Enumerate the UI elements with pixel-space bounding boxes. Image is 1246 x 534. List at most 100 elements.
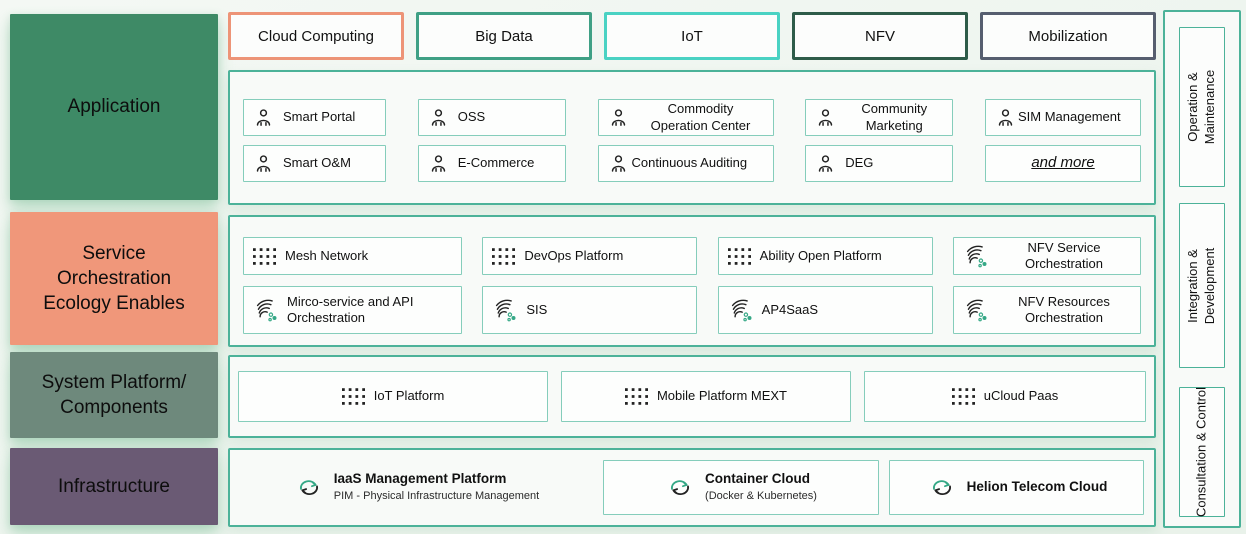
svc-item-ap4saas: AP4SaaS	[717, 286, 933, 334]
infra-item-helion-telecom-cloud: Helion Telecom Cloud	[889, 460, 1144, 515]
tab-label: IoT	[681, 27, 703, 45]
person-icon	[815, 107, 836, 128]
app-item-community-marketing: Community Marketing	[805, 99, 954, 136]
cloud-sync-icon	[664, 475, 696, 500]
tab-iot[interactable]: IoT	[604, 12, 780, 60]
cloud-sync-icon	[926, 475, 958, 500]
service-orchestration-container: Mesh Network DevOps Platform Ability Ope…	[228, 215, 1156, 347]
person-icon	[428, 153, 449, 174]
item-label: Community Marketing	[861, 101, 928, 133]
sys-item-iot-platform: IoT Platform	[238, 371, 548, 422]
orchestration-swirl-icon	[492, 298, 517, 323]
rail-label-line: Operation &	[1185, 72, 1201, 142]
item-label: DevOps Platform	[524, 247, 624, 263]
app-item-sim-management: SIM Management	[985, 99, 1141, 136]
layer-label-line: System Platform/	[41, 371, 187, 393]
layer-system-platform: System Platform/ Components	[10, 352, 218, 438]
person-icon	[815, 153, 836, 174]
item-subtitle: (Docker & Kubernetes)	[705, 490, 817, 503]
person-icon	[608, 107, 629, 128]
sys-item-ucloud-paas: uCloud Paas	[864, 371, 1146, 422]
technology-tabs: Cloud Computing Big Data IoT NFV Mobiliz…	[228, 12, 1156, 60]
svc-item-nfv-service-orchestration: NFV Service Orchestration	[952, 237, 1141, 275]
item-label: NFV Service Orchestration	[1024, 239, 1103, 271]
svc-item-devops-platform: DevOps Platform	[482, 237, 698, 275]
item-label: IoT Platform	[373, 388, 445, 404]
layer-service-orchestration: Service Orchestration Ecology Enables	[10, 212, 218, 345]
tab-mobilization[interactable]: Mobilization	[980, 12, 1156, 60]
app-grid-icon	[492, 248, 515, 265]
item-label: Mirco-service and API Orchestration	[287, 293, 414, 325]
item-label: SIM Management	[1018, 109, 1121, 125]
orchestration-swirl-icon	[728, 298, 753, 323]
app-item-and-more: and more	[985, 145, 1141, 182]
app-item-smart-om: Smart O&M	[243, 145, 386, 182]
app-grid-icon	[342, 388, 365, 405]
tab-nfv[interactable]: NFV	[792, 12, 968, 60]
layer-label-line: Service	[82, 242, 146, 264]
app-item-deg: DEG	[805, 145, 954, 182]
layer-label-line: Components	[60, 397, 168, 418]
rail-integration-development: Integration & Development	[1179, 203, 1225, 368]
item-label: OSS	[457, 109, 486, 125]
app-grid-icon	[625, 388, 648, 405]
app-item-continuous-auditing: Continuous Auditing	[597, 145, 774, 182]
orchestration-swirl-icon	[253, 298, 278, 323]
infra-item-iaas-management-platform: IaaS Management Platform PIM - Physical …	[240, 460, 592, 515]
orchestration-swirl-icon	[963, 298, 988, 323]
item-label: Ability Open Platform	[759, 247, 882, 263]
person-icon	[253, 107, 274, 128]
layer-label-line: Ecology Enables	[43, 293, 185, 315]
layer-infrastructure: Infrastructure	[10, 448, 218, 525]
system-platform-container: IoT Platform Mobile Platform MEXT uCloud…	[228, 355, 1156, 438]
item-label: Continuous Auditing	[631, 155, 748, 171]
item-subtitle: PIM - Physical Infrastructure Management	[333, 490, 540, 503]
app-grid-icon	[728, 248, 751, 265]
app-item-smart-portal: Smart Portal	[243, 99, 386, 136]
infrastructure-container: IaaS Management Platform PIM - Physical …	[228, 448, 1156, 527]
orchestration-swirl-icon	[963, 244, 988, 269]
item-label: SIS	[526, 301, 548, 317]
app-item-oss: OSS	[417, 99, 566, 136]
tab-cloud-computing[interactable]: Cloud Computing	[228, 12, 404, 60]
layer-label: Infrastructure	[58, 475, 170, 497]
item-title: Container Cloud	[705, 471, 811, 487]
svc-item-microservice-api-orchestration: Mirco-service and API Orchestration	[243, 286, 462, 334]
tab-label: Cloud Computing	[258, 27, 374, 45]
svc-item-nfv-resources-orchestration: NFV Resources Orchestration	[952, 286, 1141, 334]
svc-item-ability-open-platform: Ability Open Platform	[717, 237, 933, 275]
item-label: Smart O&M	[283, 155, 351, 171]
rail-label-line: Consultation & Control	[1193, 386, 1209, 518]
rail-label-line: Maintenance	[1202, 69, 1217, 145]
person-icon	[608, 153, 629, 174]
app-grid-icon	[952, 388, 975, 405]
svc-item-sis: SIS	[482, 286, 698, 334]
rail-label-line: Development	[1202, 247, 1217, 324]
application-container: Smart Portal OSS Commodity Operation Cen…	[228, 70, 1156, 205]
item-label: DEG	[845, 155, 874, 171]
app-item-e-commerce: E-Commerce	[417, 145, 566, 182]
item-label: NFV Resources Orchestration	[1018, 293, 1110, 325]
layer-application: Application	[10, 14, 218, 200]
tab-big-data[interactable]: Big Data	[416, 12, 592, 60]
item-label: uCloud Paas	[983, 388, 1059, 404]
cloud-sync-icon	[293, 475, 325, 500]
main-content: Cloud Computing Big Data IoT NFV Mobiliz…	[228, 12, 1156, 527]
item-label: AP4SaaS	[761, 301, 819, 317]
rail-label-line: Integration &	[1185, 248, 1201, 323]
item-label: Commodity Operation Center	[650, 101, 751, 133]
rail-consultation-control: Consultation & Control	[1179, 387, 1225, 517]
app-grid-icon	[253, 248, 276, 265]
item-title: Helion Telecom Cloud	[966, 479, 1108, 495]
person-icon	[253, 153, 274, 174]
layer-labels: Application Service Orchestration Ecolog…	[10, 14, 218, 525]
item-label: Smart Portal	[283, 109, 356, 125]
person-icon	[428, 107, 449, 128]
item-label: Mobile Platform MEXT	[656, 388, 788, 404]
layer-label-line: Orchestration	[56, 267, 172, 289]
rail-operation-maintenance: Operation & Maintenance	[1179, 27, 1225, 187]
right-rail: Operation & Maintenance Integration & De…	[1163, 10, 1241, 528]
svc-item-mesh-network: Mesh Network	[243, 237, 462, 275]
item-label: Mesh Network	[285, 247, 369, 263]
layer-label: Application	[67, 96, 161, 118]
